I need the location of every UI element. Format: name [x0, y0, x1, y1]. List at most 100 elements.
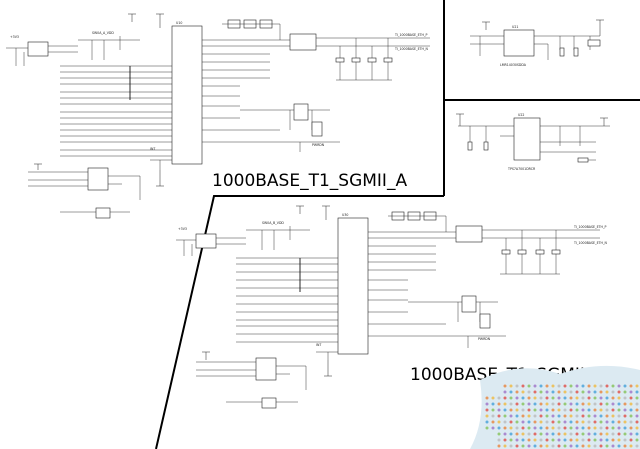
- pattern-dot: [575, 438, 579, 442]
- pattern-dot: [503, 438, 507, 442]
- pattern-dot: [515, 438, 519, 442]
- pattern-dot: [629, 444, 633, 448]
- pattern-dot: [569, 408, 573, 412]
- pattern-dot: [617, 402, 621, 406]
- pattern-dot: [575, 444, 579, 448]
- pattern-dot: [509, 438, 513, 442]
- pattern-dot: [581, 414, 585, 418]
- pattern-dot: [563, 408, 567, 412]
- pattern-dot: [587, 396, 591, 400]
- pattern-dot: [509, 408, 513, 412]
- pattern-dot: [635, 384, 639, 388]
- vdd-label-b: SW0A_B_VDD: [262, 221, 284, 225]
- pattern-dot: [617, 390, 621, 394]
- pattern-dot: [539, 384, 543, 388]
- pattern-dot: [539, 432, 543, 436]
- pattern-dot: [503, 402, 507, 406]
- pattern-dot: [605, 390, 609, 394]
- pattern-dot: [545, 444, 549, 448]
- pattern-dot: [617, 396, 621, 400]
- pattern-dot: [521, 420, 525, 424]
- pattern-dot: [623, 432, 627, 436]
- pattern-dot: [593, 444, 597, 448]
- pattern-dot: [503, 420, 507, 424]
- pattern-dot: [611, 390, 615, 394]
- pattern-dot: [521, 384, 525, 388]
- regulator-top-right: U21 LMR14030SDDA: [470, 19, 604, 67]
- pattern-dot: [569, 444, 573, 448]
- pattern-dot: [557, 432, 561, 436]
- pattern-dot: [587, 414, 591, 418]
- pattern-dot: [563, 396, 567, 400]
- eth-n-a: TI_1000BASE_ETH_N: [394, 47, 429, 51]
- pattern-dot: [617, 414, 621, 418]
- pattern-dot: [551, 414, 555, 418]
- pattern-dot: [617, 384, 621, 388]
- pattern-dot: [545, 432, 549, 436]
- pattern-dot: [599, 414, 603, 418]
- pattern-dot: [491, 402, 495, 406]
- pattern-dot: [503, 414, 507, 418]
- crystal-a: [293, 103, 309, 121]
- pattern-dot: [509, 426, 513, 430]
- pattern-dot: [557, 396, 561, 400]
- pattern-dot: [503, 408, 507, 412]
- pattern-dot: [587, 384, 591, 388]
- pattern-dot: [515, 408, 519, 412]
- rail-a: +3V3: [10, 35, 19, 39]
- phy-ref-b: U30: [342, 213, 348, 217]
- pattern-dot: [509, 396, 513, 400]
- pattern-dot: [527, 414, 531, 418]
- pattern-dot: [539, 444, 543, 448]
- pattern-dot: [587, 438, 591, 442]
- pattern-dot: [569, 420, 573, 424]
- pattern-dot: [557, 390, 561, 394]
- pattern-dot: [497, 402, 501, 406]
- pattern-dot: [545, 438, 549, 442]
- pattern-dot: [563, 390, 567, 394]
- pattern-dot: [617, 420, 621, 424]
- pattern-dot: [611, 426, 615, 430]
- pattern-dot: [551, 408, 555, 412]
- pattern-dot: [527, 420, 531, 424]
- pattern-dot: [509, 402, 513, 406]
- pattern-dot: [629, 402, 633, 406]
- pattern-dot: [521, 408, 525, 412]
- pattern-dot: [509, 444, 513, 448]
- pattern-dot: [635, 432, 639, 436]
- reset-ic-b: [255, 357, 277, 381]
- crystal-b: [461, 295, 477, 313]
- pattern-dot: [587, 402, 591, 406]
- pattern-dot: [533, 432, 537, 436]
- pattern-dot: [623, 390, 627, 394]
- pattern-dot: [545, 408, 549, 412]
- pattern-dot: [557, 444, 561, 448]
- pattern-dot: [539, 420, 543, 424]
- pattern-dot: [557, 438, 561, 442]
- pattern-dot: [527, 402, 531, 406]
- pwrdn-label-b: PWRDN: [478, 337, 491, 341]
- pattern-dot: [521, 390, 525, 394]
- pattern-dot: [503, 432, 507, 436]
- pattern-dot: [575, 384, 579, 388]
- pattern-dot: [629, 396, 633, 400]
- pattern-dot: [485, 408, 489, 412]
- pattern-dot: [491, 426, 495, 430]
- pattern-dot: [581, 426, 585, 430]
- pattern-dot: [593, 408, 597, 412]
- pattern-dot: [563, 444, 567, 448]
- pattern-dot: [587, 444, 591, 448]
- pattern-dot: [617, 408, 621, 412]
- rail-b: +3V3: [178, 227, 187, 231]
- pattern-dot: [605, 396, 609, 400]
- pattern-dot: [635, 444, 639, 448]
- connector-a: [27, 41, 49, 57]
- pattern-dot: [497, 432, 501, 436]
- pattern-dot: [599, 402, 603, 406]
- pattern-dot: [593, 384, 597, 388]
- pattern-dot: [563, 414, 567, 418]
- pattern-dot: [545, 390, 549, 394]
- pattern-dot: [521, 396, 525, 400]
- pattern-dot: [533, 444, 537, 448]
